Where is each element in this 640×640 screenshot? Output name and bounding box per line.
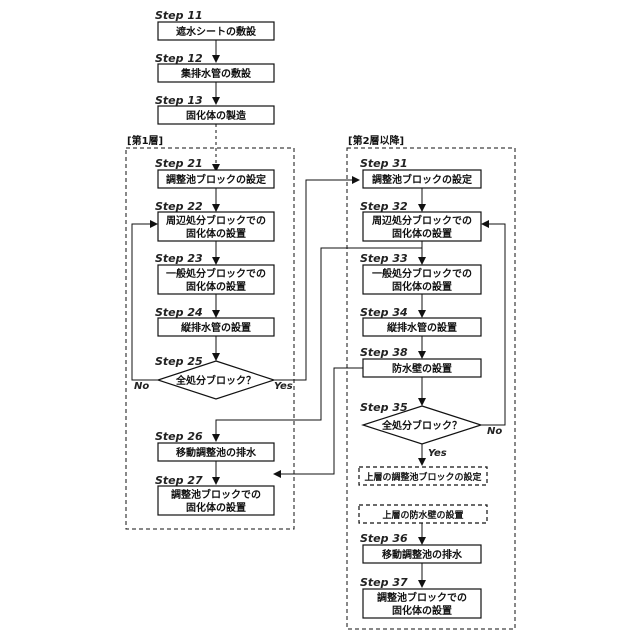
box-step-34-text: 縦排水管の設置 — [387, 321, 457, 334]
box-step-27-text-2: 固化体の設置 — [186, 501, 246, 514]
box-step-23-text-2: 固化体の設置 — [186, 280, 246, 293]
step-21-label: Step 21 — [155, 157, 203, 170]
box-step-11-text: 遮水シートの敷設 — [176, 25, 257, 38]
box-step-31-text: 調整池ブロックの設定 — [372, 173, 472, 186]
step-13-label: Step 13 — [155, 94, 203, 107]
layer2-title: [第2層以降] — [348, 134, 404, 147]
box-step-23-text-1: 一般処分ブロックでの — [166, 267, 266, 280]
step-35-label: Step 35 — [360, 401, 408, 414]
step-25-label: Step 25 — [155, 355, 203, 368]
box-step-36-text: 移動調整池の排水 — [382, 548, 463, 561]
step-11-label: Step 11 — [155, 9, 203, 22]
step-26-label: Step 26 — [155, 430, 203, 443]
step-33-label: Step 33 — [360, 252, 408, 265]
box-step-13-text: 固化体の製造 — [186, 109, 247, 122]
box-step-32-text-2: 固化体の設置 — [392, 227, 452, 240]
step-38-label: Step 38 — [360, 346, 408, 359]
step-24-label: Step 24 — [155, 306, 203, 319]
box-step-12-text: 集排水管の敷設 — [180, 67, 252, 80]
label-35-yes: Yes — [428, 448, 447, 459]
box-step-24-text: 縦排水管の設置 — [181, 321, 251, 334]
step-12-label: Step 12 — [155, 52, 203, 65]
step-34-label: Step 34 — [360, 306, 408, 319]
box-step-37-text-1: 調整池ブロックでの — [377, 591, 467, 604]
step-22-label: Step 22 — [155, 200, 203, 213]
box-step-22-text-2: 固化体の設置 — [186, 227, 246, 240]
box-step-38-text: 防水壁の設置 — [392, 362, 452, 375]
layer1-frame — [126, 148, 294, 529]
step-32-label: Step 32 — [360, 200, 408, 213]
arrow-25-yes-to-31 — [274, 180, 359, 380]
box-step-21-text: 調整池ブロックの設定 — [166, 173, 266, 186]
box-step-27-text-1: 調整池ブロックでの — [171, 488, 261, 501]
step-31-label: Step 31 — [360, 157, 408, 170]
label-25-no: No — [134, 381, 149, 392]
step-36-label: Step 36 — [360, 532, 408, 545]
label-35-no: No — [487, 426, 502, 437]
step-23-label: Step 23 — [155, 252, 203, 265]
box-step-33-text-2: 固化体の設置 — [392, 280, 452, 293]
box-step-33-text-1: 一般処分ブロックでの — [372, 267, 472, 280]
decision-step-35-text: 全処分ブロック？ — [381, 419, 462, 432]
layer1-title: [第1層] — [127, 134, 163, 147]
box-step-22-text-1: 周辺処分ブロックでの — [166, 214, 266, 227]
decision-step-25-text: 全処分ブロック？ — [175, 374, 256, 387]
box-upper-reservoir-setting-text: 上層の調整池ブロックの設定 — [364, 471, 482, 483]
step-27-label: Step 27 — [155, 474, 203, 487]
box-step-32-text-1: 周辺処分ブロックでの — [372, 214, 472, 227]
step-37-label: Step 37 — [360, 576, 408, 589]
label-25-yes: Yes — [274, 381, 293, 392]
arrow-35-no-loop — [481, 224, 505, 425]
box-step-37-text-2: 固化体の設置 — [392, 604, 452, 617]
box-upper-wall-install-text: 上層の防水壁の設置 — [382, 509, 463, 521]
box-step-26-text: 移動調整池の排水 — [176, 446, 257, 459]
